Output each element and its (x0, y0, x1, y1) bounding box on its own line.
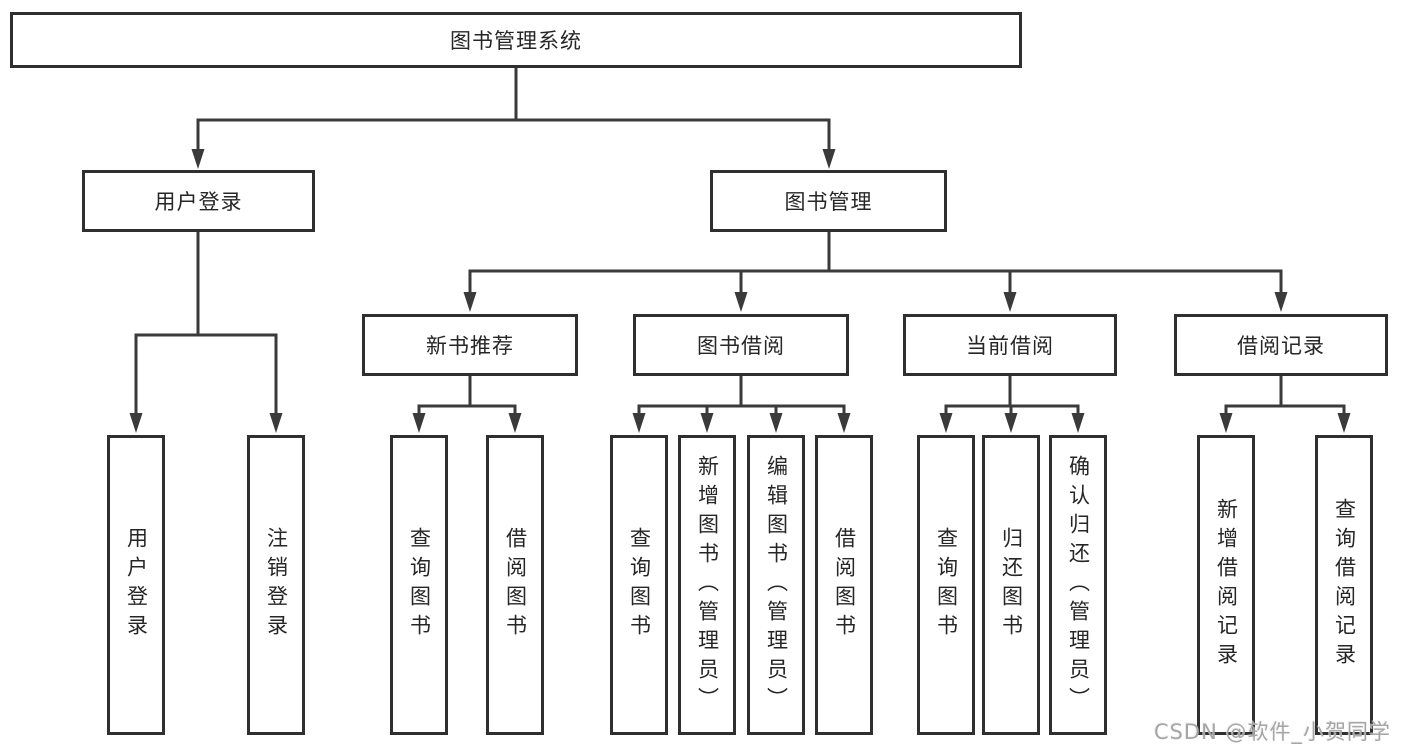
node-new-book-recommend-label: 新书推荐 (426, 334, 514, 358)
leaf-borrow-books-recommend: 借阅图书 (486, 435, 544, 735)
node-new-book-recommend: 新书推荐 (362, 314, 578, 376)
node-user-login-label: 用户登录 (154, 190, 243, 214)
node-book-management-label: 图书管理 (784, 190, 873, 214)
leaf-query-borrow-record: 查询借阅记录 (1315, 435, 1373, 735)
node-borrow-records: 借阅记录 (1174, 314, 1388, 376)
leaf-borrow-books: 借阅图书 (815, 435, 873, 735)
leaf-query-books-borrow-label: 查询图书 (627, 527, 652, 643)
leaf-logout-label: 注销登录 (264, 527, 289, 643)
leaf-edit-books-admin-label: 编辑图书（管理员） (764, 454, 789, 716)
node-book-management: 图书管理 (710, 170, 947, 232)
node-system-root-label: 图书管理系统 (450, 29, 582, 53)
leaf-add-books-admin-label: 新增图书（管理员） (695, 454, 720, 716)
leaf-query-books-borrow: 查询图书 (610, 435, 668, 735)
leaf-add-borrow-record-label: 新增借阅记录 (1214, 498, 1239, 672)
node-borrow-records-label: 借阅记录 (1237, 334, 1325, 358)
leaf-logout: 注销登录 (247, 435, 305, 735)
leaf-query-books-recommend-label: 查询图书 (407, 527, 432, 643)
leaf-return-books-label: 归还图书 (999, 527, 1024, 643)
node-user-login: 用户登录 (82, 170, 315, 232)
leaf-borrow-books-label: 借阅图书 (832, 527, 857, 643)
leaf-query-books-recommend: 查询图书 (390, 435, 448, 735)
watermark: CSDN @软件_小贺同学 (1153, 720, 1391, 744)
leaf-confirm-return-admin-label: 确认归还（管理员） (1066, 454, 1091, 716)
node-book-borrow: 图书借阅 (633, 314, 849, 376)
leaf-query-books-current: 查询图书 (917, 435, 975, 735)
leaf-user-login: 用户登录 (107, 435, 165, 735)
leaf-return-books: 归还图书 (982, 435, 1040, 735)
node-current-borrow: 当前借阅 (903, 314, 1117, 376)
leaf-confirm-return-admin: 确认归还（管理员） (1049, 435, 1107, 735)
leaf-add-books-admin: 新增图书（管理员） (678, 435, 736, 735)
leaf-query-books-current-label: 查询图书 (934, 527, 959, 643)
leaf-query-borrow-record-label: 查询借阅记录 (1332, 498, 1357, 672)
leaf-user-login-label: 用户登录 (124, 527, 149, 643)
node-book-borrow-label: 图书借阅 (697, 334, 785, 358)
node-system-root: 图书管理系统 (10, 12, 1022, 68)
leaf-add-borrow-record: 新增借阅记录 (1197, 435, 1255, 735)
leaf-edit-books-admin: 编辑图书（管理员） (747, 435, 805, 735)
node-current-borrow-label: 当前借阅 (966, 334, 1054, 358)
leaf-borrow-books-recommend-label: 借阅图书 (503, 527, 528, 643)
